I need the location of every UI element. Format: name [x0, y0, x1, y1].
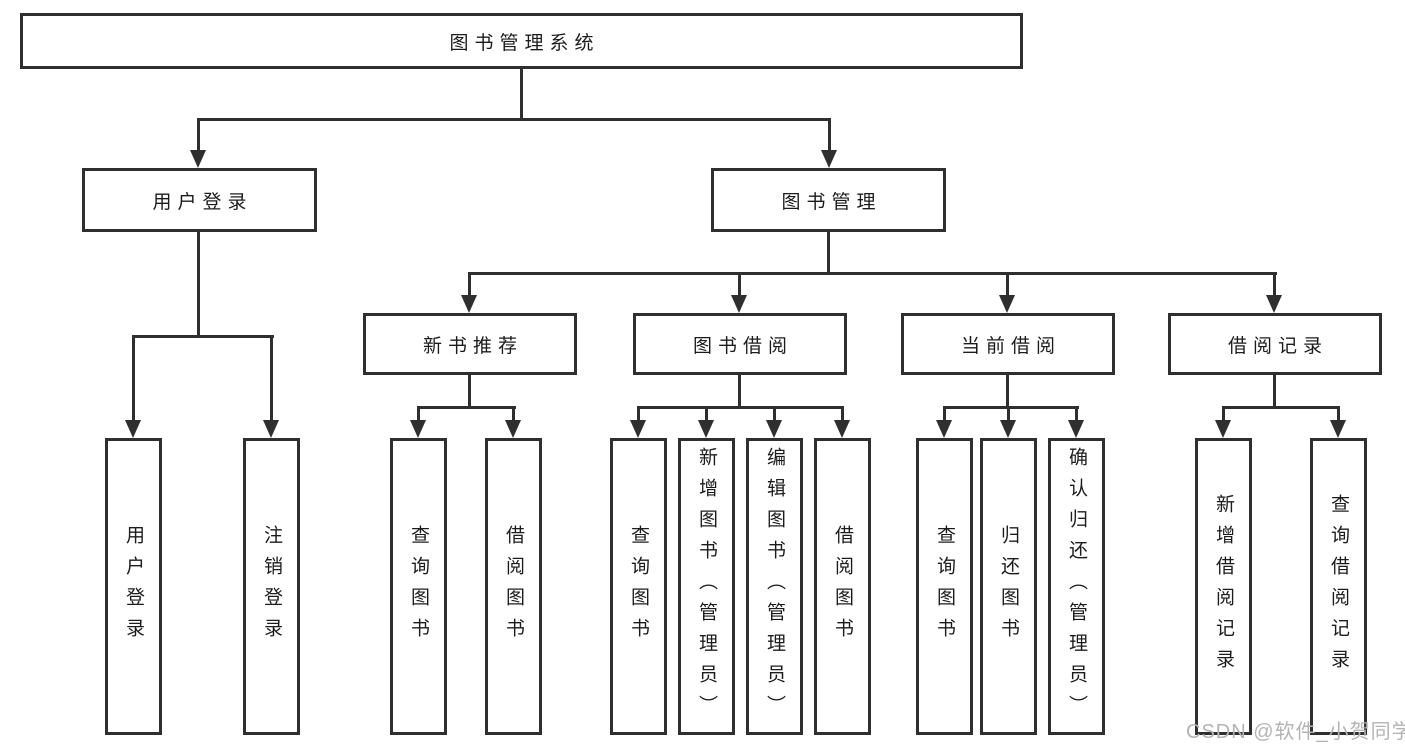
connector-line: [468, 272, 471, 298]
leaf-add-book-admin: 新增图书（管理员）: [678, 438, 735, 735]
arrowhead: [461, 295, 477, 313]
connector-line: [417, 406, 420, 423]
arrowhead: [1215, 420, 1231, 438]
node-book-management: 图书管理: [711, 168, 946, 232]
leaf-confirm-return-admin: 确认归还（管理员）: [1048, 438, 1105, 735]
connector-line: [773, 406, 776, 423]
connector-line: [841, 406, 844, 423]
leaf-label: 确认归还（管理员）: [1066, 447, 1087, 726]
arrowhead: [125, 420, 141, 438]
arrowhead: [731, 295, 747, 313]
arrowhead: [999, 295, 1015, 313]
arrowhead: [263, 420, 279, 438]
leaf-query-books-2: 查询图书: [610, 438, 667, 735]
connector-line: [705, 406, 708, 423]
connector-line: [738, 272, 741, 298]
connector-line: [637, 406, 640, 423]
leaf-edit-book-admin: 编辑图书（管理员）: [746, 438, 803, 735]
leaf-label: 编辑图书（管理员）: [764, 447, 785, 726]
connector-line: [637, 406, 844, 409]
leaf-query-books-3: 查询图书: [916, 438, 973, 735]
connector-line: [738, 375, 741, 408]
connector-line: [1222, 406, 1225, 423]
connector-line: [132, 335, 135, 423]
node-user-login: 用户登录: [82, 168, 317, 232]
connector-line: [197, 118, 200, 154]
connector-line: [1273, 272, 1276, 298]
arrowhead: [1330, 420, 1346, 438]
connector-line: [132, 335, 274, 338]
leaf-user-login: 用户登录: [105, 438, 162, 735]
connector-line: [1273, 375, 1276, 408]
node-book-borrow: 图书借阅: [633, 313, 847, 375]
connector-line: [1222, 406, 1340, 409]
arrowhead: [190, 150, 206, 168]
connector-line: [512, 406, 515, 423]
arrowhead: [505, 420, 521, 438]
connector-line: [1007, 406, 1010, 423]
connector-line: [827, 232, 830, 275]
connector-line: [943, 406, 946, 423]
arrowhead: [410, 420, 426, 438]
node-current-borrow: 当前借阅: [901, 313, 1115, 375]
arrowhead: [1000, 420, 1016, 438]
leaf-label: 新增图书（管理员）: [696, 447, 717, 726]
arrowhead: [936, 420, 952, 438]
arrowhead: [630, 420, 646, 438]
leaf-label: 借阅图书: [503, 524, 524, 649]
leaf-query-books-1: 查询图书: [390, 438, 447, 735]
leaf-query-borrow-record: 查询借阅记录: [1310, 438, 1367, 735]
leaf-borrow-books-2: 借阅图书: [814, 438, 871, 735]
connector-line: [197, 232, 200, 337]
connector-line: [469, 272, 1277, 275]
connector-line: [1006, 272, 1009, 298]
connector-line: [417, 406, 516, 409]
connector-line: [270, 335, 273, 423]
leaf-label: 查询图书: [628, 524, 649, 649]
connector-line: [1006, 375, 1009, 408]
leaf-return-book: 归还图书: [980, 438, 1037, 735]
arrowhead: [1068, 420, 1084, 438]
arrowhead: [821, 150, 837, 168]
leaf-label: 查询图书: [934, 524, 955, 649]
leaf-label: 借阅图书: [832, 524, 853, 649]
arrowhead: [698, 420, 714, 438]
connector-line: [828, 118, 831, 154]
connector-line: [197, 118, 831, 121]
arrowhead: [1266, 295, 1282, 313]
node-library-system: 图书管理系统: [20, 13, 1023, 69]
connector-line: [943, 406, 1079, 409]
leaf-label: 新增借阅记录: [1213, 493, 1234, 680]
connector-line: [1075, 406, 1078, 423]
csdn-watermark: CSDN @软件_小贺同学: [1186, 721, 1405, 743]
connector-line: [1337, 406, 1340, 423]
arrowhead: [834, 420, 850, 438]
leaf-add-borrow-record: 新增借阅记录: [1195, 438, 1252, 735]
leaf-label: 归还图书: [998, 524, 1019, 649]
leaf-logout: 注销登录: [243, 438, 300, 735]
node-borrow-records: 借阅记录: [1168, 313, 1382, 375]
node-new-book-recommend: 新书推荐: [363, 313, 577, 375]
connector-line: [468, 375, 471, 408]
connector-line: [520, 69, 523, 120]
leaf-label: 查询借阅记录: [1328, 493, 1349, 680]
leaf-label: 注销登录: [261, 524, 282, 649]
leaf-label: 用户登录: [123, 524, 144, 649]
leaf-label: 查询图书: [408, 524, 429, 649]
leaf-borrow-books-1: 借阅图书: [485, 438, 542, 735]
arrowhead: [766, 420, 782, 438]
